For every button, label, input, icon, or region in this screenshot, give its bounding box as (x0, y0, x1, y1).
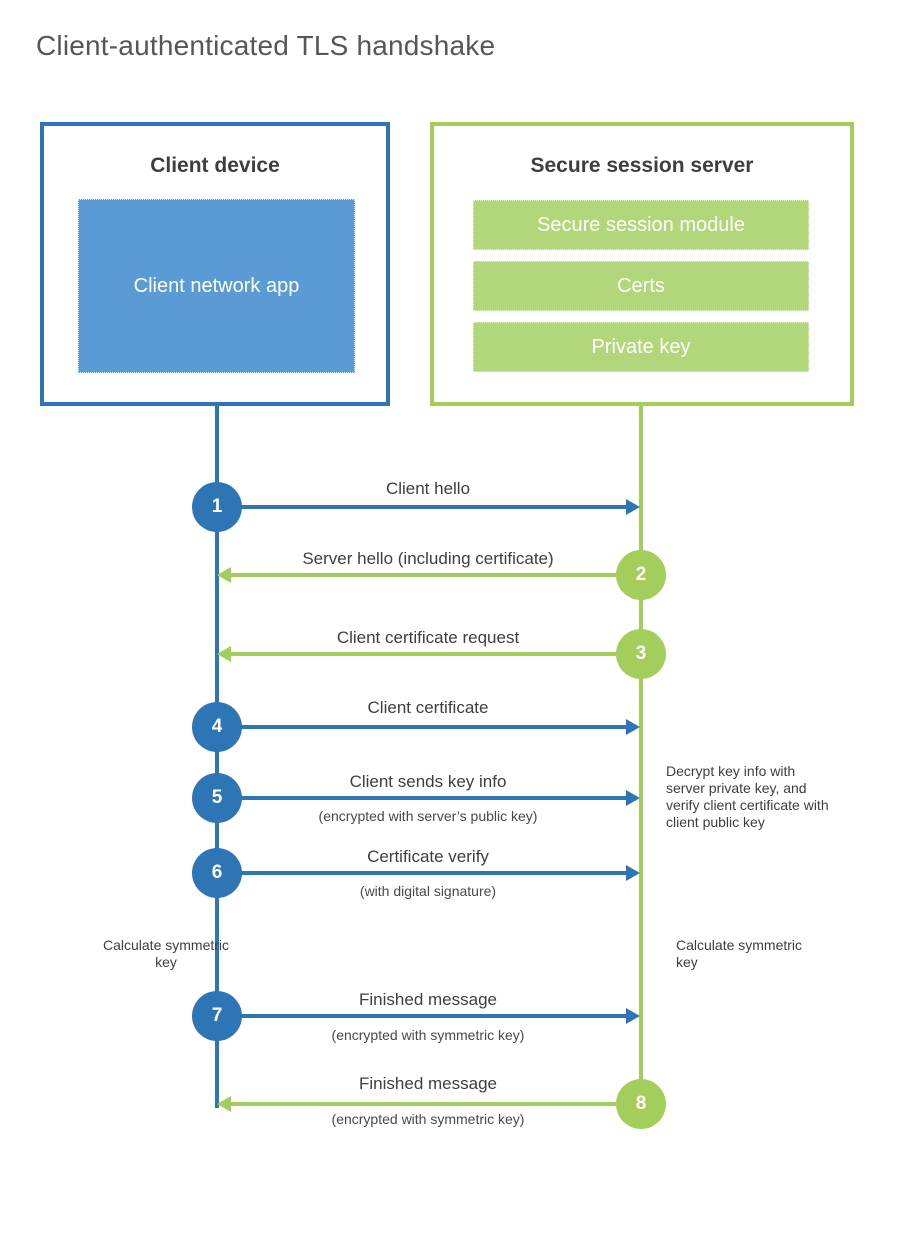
step-8-arrow-line (231, 1102, 616, 1106)
step-5-arrow-line (240, 796, 626, 800)
step-3-marker: 3 (616, 629, 666, 679)
step-4-arrow-line (240, 725, 626, 729)
step-6-sublabel: (with digital signature) (359, 883, 497, 899)
server-module-certs: Certs (473, 261, 809, 311)
note-calculate-symmetric-key-server: Calculate symmetric key (676, 937, 803, 970)
step-5-arrowhead-icon (626, 790, 640, 806)
step-5-marker: 5 (192, 773, 242, 823)
step-1-marker: 1 (192, 482, 242, 532)
step-6-marker: 6 (192, 848, 242, 898)
step-3-arrowhead-icon (217, 646, 231, 662)
client-network-app-label: Client network app (133, 274, 300, 297)
step-2-arrowhead-icon (217, 567, 231, 583)
secure-session-server-title: Secure session server (530, 154, 754, 177)
step-3-label: Client certificate request (336, 628, 520, 647)
step-4-arrowhead-icon (626, 719, 640, 735)
client-lifeline (215, 405, 219, 1108)
step-7-label: Finished message (359, 990, 497, 1009)
client-network-app-box: Client network app (78, 199, 355, 373)
step-8-arrowhead-icon (217, 1096, 231, 1112)
note-decrypt-key-info: Decrypt key info with server private key… (666, 763, 829, 830)
step-7-arrow-line (240, 1014, 626, 1018)
step-7-arrowhead-icon (626, 1008, 640, 1024)
client-device-title: Client device (150, 154, 280, 177)
step-6-label: Certificate verify (367, 847, 489, 866)
step-8-sublabel: (encrypted with symmetric key) (331, 1111, 525, 1127)
step-1-label: Client hello (385, 479, 471, 498)
step-6-arrowhead-icon (626, 865, 640, 881)
step-8-label: Finished message (359, 1074, 497, 1093)
step-2-arrow-line (231, 573, 616, 577)
step-4-label: Client certificate (367, 698, 489, 717)
step-5-label: Client sends key info (349, 772, 507, 791)
step-5-sublabel: (encrypted with server’s public key) (318, 808, 538, 824)
step-6-arrow-line (240, 871, 626, 875)
note-calculate-symmetric-key-client: Calculate symmetric key (102, 937, 230, 970)
server-module-secure-session: Secure session module (473, 200, 809, 250)
step-4-marker: 4 (192, 702, 242, 752)
step-2-label: Server hello (including certificate) (302, 549, 554, 568)
server-lifeline (639, 405, 643, 1117)
step-7-sublabel: (encrypted with symmetric key) (331, 1027, 525, 1043)
page-title: Client-authenticated TLS handshake (36, 30, 496, 61)
step-1-arrow-line (240, 505, 626, 509)
step-8-marker: 8 (616, 1079, 666, 1129)
step-3-arrow-line (231, 652, 616, 656)
server-module-private-key: Private key (473, 322, 809, 372)
step-7-marker: 7 (192, 991, 242, 1041)
step-1-arrowhead-icon (626, 499, 640, 515)
step-2-marker: 2 (616, 550, 666, 600)
